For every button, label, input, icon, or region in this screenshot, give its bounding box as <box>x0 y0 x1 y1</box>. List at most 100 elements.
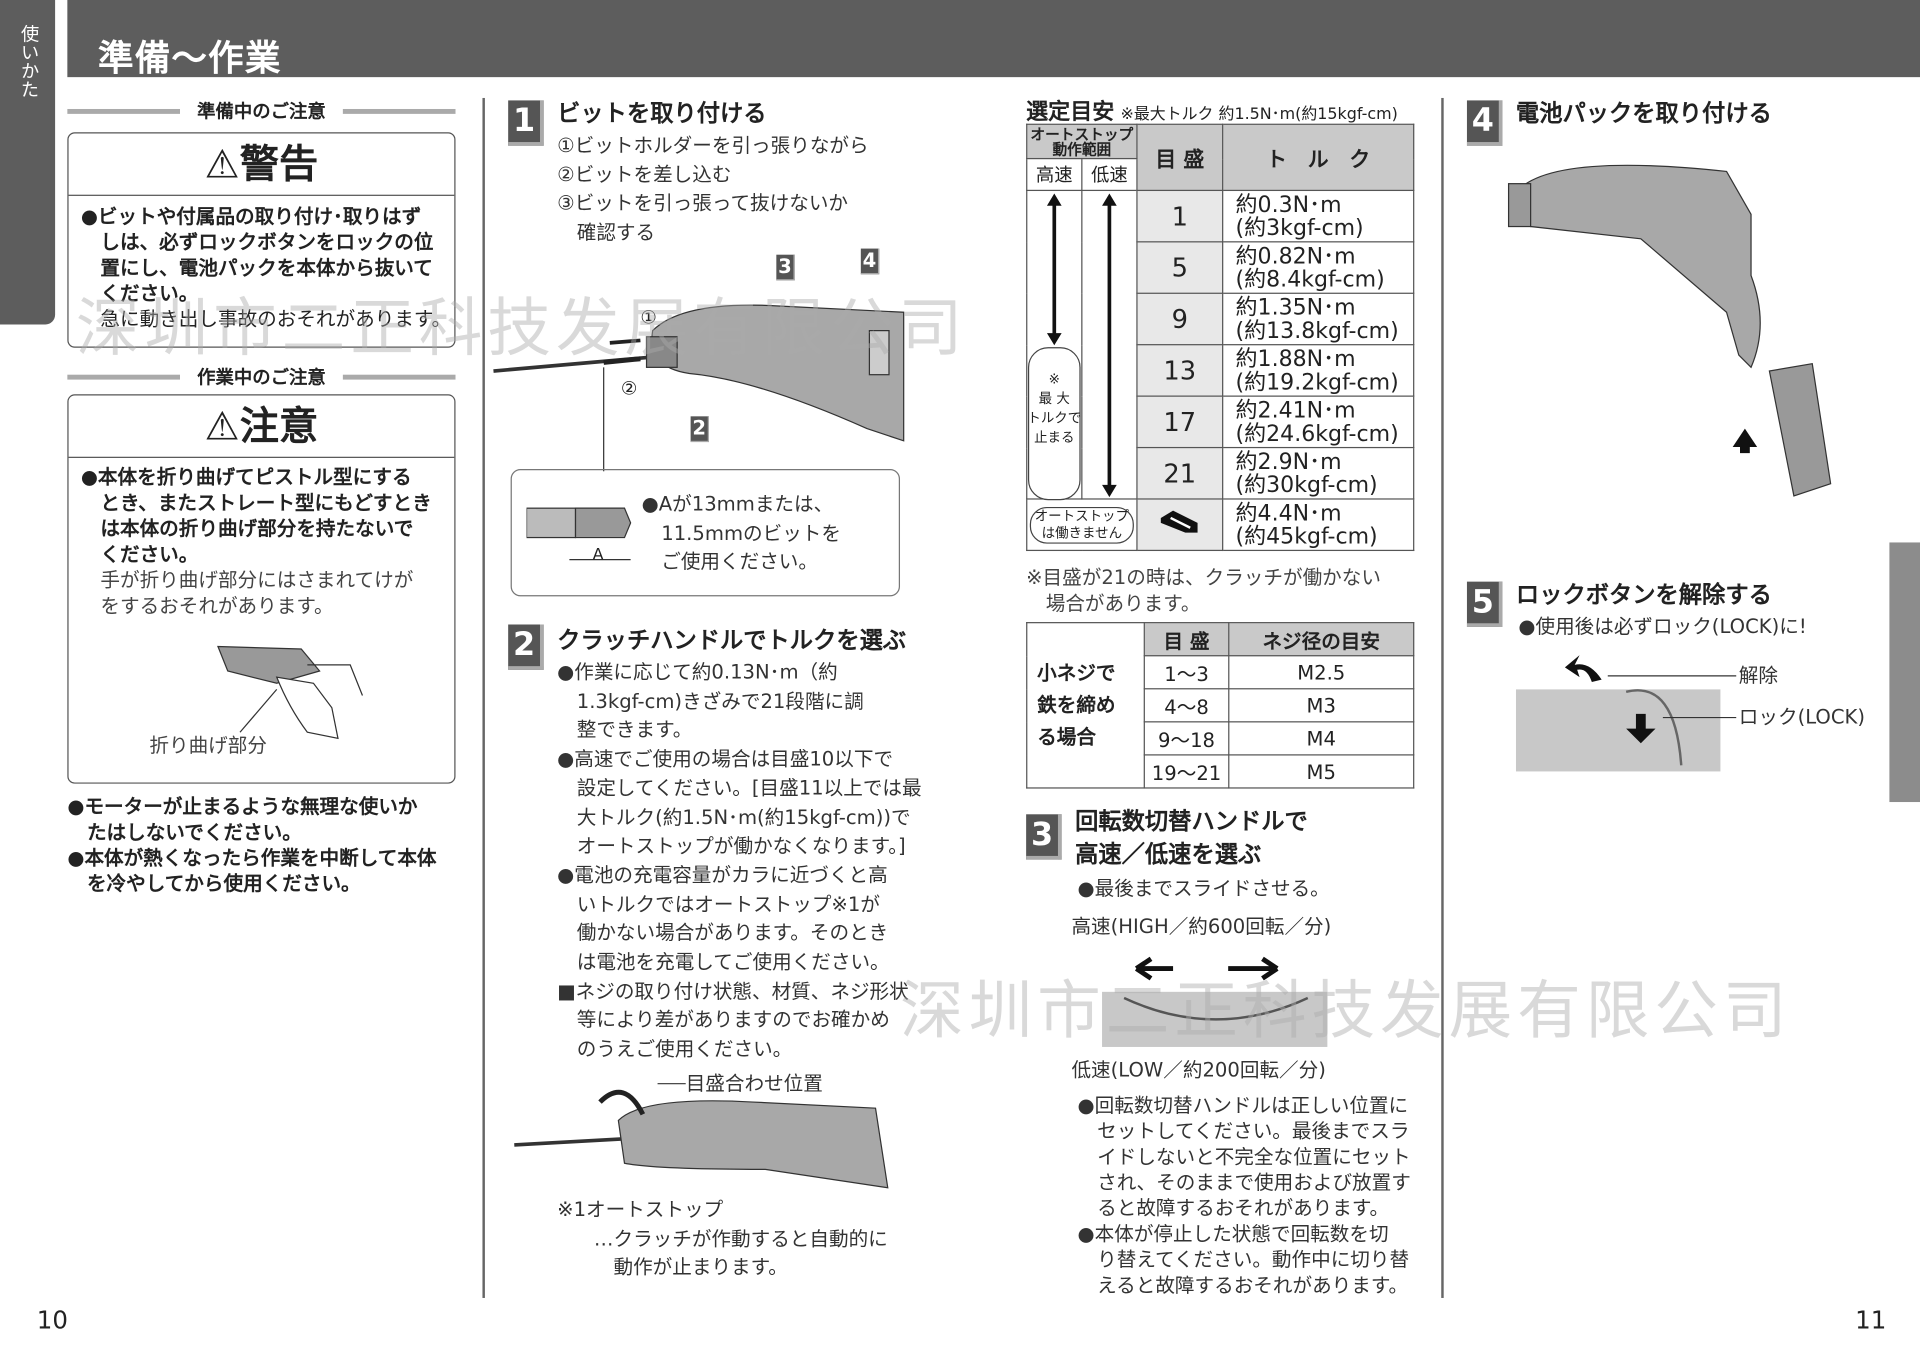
torque-cell: 約0.82N･m(約8.4kgf-cm) <box>1222 241 1415 294</box>
speed-switch-illustration <box>1102 956 1328 1047</box>
caution-title: 注意 <box>239 402 319 450</box>
step-1-line: ③ビットを引っ張って抜けないか <box>557 191 849 215</box>
torque-cell: 約2.9N･m(約30kgf-cm) <box>1222 446 1415 500</box>
max-stop-label: トルクで <box>1027 410 1082 427</box>
step-2-badge: 2 <box>508 624 544 670</box>
diameter-cell: M4 <box>1228 721 1415 756</box>
header-torque: ト ル ク <box>1222 123 1415 192</box>
step-3-line: ●本体が停止した状態で回転数を切 <box>1077 1222 1389 1246</box>
warning-line: しは、必ずロックボタンをロックの位 <box>80 230 434 254</box>
caution-box: ⚠注意 ●本体を折り曲げてピストル型にする とき、またストレート型にもどすとき … <box>67 394 456 784</box>
warning-triangle-icon: ⚠ <box>204 140 240 188</box>
column-divider <box>482 97 485 1298</box>
folding-hand-illustration <box>217 645 364 740</box>
step-5-badge: 5 <box>1466 581 1503 627</box>
caution-line: をするおそれがあります。 <box>80 593 334 618</box>
bit-note-line: ●Aが13mmまたは、 <box>641 492 834 516</box>
arrow-right-icon <box>1228 956 1279 981</box>
header-autostop: オートストップ動作範囲 <box>1026 123 1138 160</box>
column-divider <box>1441 97 1444 1298</box>
step-2-line: ●作業に応じて約0.13N･m（約 <box>557 660 838 684</box>
caution-line: ●本体を折り曲げてピストル型にする <box>80 465 412 489</box>
callout-2: 2 <box>690 416 709 443</box>
step-2-line: 設定してください。[目盛11以上では最 <box>557 776 922 800</box>
caution-line: とき、またストレート型にもどすとき <box>80 491 432 515</box>
caution-line: は本体の折り曲げ部分を持たないで <box>80 516 414 541</box>
footnote-line: …クラッチが作動すると自動的に <box>593 1226 888 1250</box>
high-speed-label: 高速(HIGH／約600回転／分) <box>1071 914 1332 938</box>
side-tab: 使いかた <box>0 0 56 325</box>
warning-line: ください。 <box>80 281 199 305</box>
callout-3: 3 <box>776 254 795 281</box>
callout-4: 4 <box>860 248 880 275</box>
max-stop-label: 止まる <box>1034 429 1075 446</box>
page-title: 準備～作業 <box>97 36 282 79</box>
bit-install-illustration <box>493 304 905 472</box>
step-3-badge: 3 <box>1026 814 1062 860</box>
header-diameter: ネジ径の目安 <box>1228 622 1415 657</box>
step-2-line: 整できます。 <box>557 718 693 742</box>
step-1-line: 確認する <box>557 220 656 244</box>
high-range-arrow-icon <box>1027 193 1081 501</box>
scale-cell: 19～21 <box>1143 754 1230 789</box>
bit-size-note-box: A ●Aが13mmまたは、 11.5mmのビットを ご使用ください。 <box>510 468 901 597</box>
step-2-line: は電池を充電してご使用ください。 <box>557 950 890 974</box>
lock-button-illustration <box>1515 655 1737 772</box>
slide-note: ●最後までスライドさせる。 <box>1077 876 1330 901</box>
caution-header: ⚠注意 <box>68 396 455 458</box>
prep-heading: 準備中のご注意 <box>67 98 456 124</box>
torque-cell: 約0.3N･m(約3kgf-cm) <box>1222 189 1415 243</box>
callout-2-circle: ② <box>620 377 638 400</box>
step-2-line: ●電池の充電容量がカラに近づくと高 <box>557 863 888 887</box>
step-2-line: 大トルク(約1.5N･m(約15kgf-cm))で <box>557 805 911 829</box>
scale-cell: 17 <box>1136 395 1224 449</box>
align-label: 目盛合わせ位置 <box>685 1071 823 1095</box>
arrow-up-icon <box>1732 428 1758 454</box>
step-2-line: いトルクではオートストップ※1が <box>557 892 880 916</box>
warning-title: 警告 <box>239 140 319 188</box>
footnote-line: ※1オートストップ <box>557 1197 724 1221</box>
torque-cell: 約2.41N･m(約24.6kgf-cm) <box>1222 395 1415 449</box>
low-range-cell <box>1081 189 1138 500</box>
step-1-title: ビットを取り付ける <box>557 100 767 128</box>
note-line: ●モーターが止まるような無理な使いか <box>67 794 418 818</box>
step-5-title: ロックボタンを解除する <box>1515 581 1772 609</box>
scale-cell: 9 <box>1136 292 1224 346</box>
callout-1: ① <box>640 306 657 329</box>
clutch-illustration <box>514 1083 889 1189</box>
release-arrow-icon <box>1564 655 1602 683</box>
step-2-title: クラッチハンドルでトルクを選ぶ <box>557 626 907 654</box>
scale-cell: 1～3 <box>1143 655 1230 690</box>
caution-line: ください。 <box>80 542 199 566</box>
battery-install-illustration <box>1507 164 1832 497</box>
step-3-line: セットしてください。最後までスラ <box>1077 1119 1410 1143</box>
step-4-badge: 4 <box>1466 100 1503 146</box>
no-autostop-cell: オートストップは働きません <box>1026 498 1138 552</box>
step-3-line: えると故障するおそれがあります。 <box>1077 1273 1409 1297</box>
note-line: たはしないでください。 <box>67 820 302 844</box>
header-scale: 目 盛 <box>1143 622 1230 657</box>
header-bar <box>67 0 1920 78</box>
max-stop-label: ※ <box>1048 371 1060 387</box>
lock-label: ロック(LOCK) <box>1738 705 1866 729</box>
warning-line: 急に動き出し事故のおそれがあります。 <box>80 307 452 331</box>
bit-note-line: ご使用ください。 <box>641 550 818 574</box>
warning-box: ⚠警告 ●ビットや付属品の取り付け･取りはず しは、必ずロックボタンをロックの位… <box>67 132 456 348</box>
header-high: 高速 <box>1026 157 1083 192</box>
release-label: 解除 <box>1738 663 1778 687</box>
step-2-line: 等により差がありますのでお確かめ <box>557 1008 890 1032</box>
step-1-line: ②ビットを差し込む <box>557 162 732 186</box>
drill-mode-icon <box>1136 498 1224 552</box>
step-3-title: 回転数切替ハンドルで <box>1075 808 1308 836</box>
scale-cell: 5 <box>1136 241 1224 294</box>
warning-line: ●ビットや付属品の取り付け･取りはず <box>80 204 422 228</box>
torque-title: 選定目安 <box>1026 99 1115 125</box>
torque-cell: 約1.88N･m(約19.2kgf-cm) <box>1222 344 1415 397</box>
step-3-line: され、そのままで使用および放置す <box>1077 1170 1411 1194</box>
diameter-cell: M2.5 <box>1228 655 1415 690</box>
step-3-line: ●回転数切替ハンドルは正しい位置に <box>1077 1093 1409 1117</box>
dimension-label: A <box>592 546 604 565</box>
watermark: 深圳市二正科技发展有限公司 <box>900 974 1792 1049</box>
step-2-line: ●高速でご使用の場合は目盛10以下で <box>557 747 894 771</box>
